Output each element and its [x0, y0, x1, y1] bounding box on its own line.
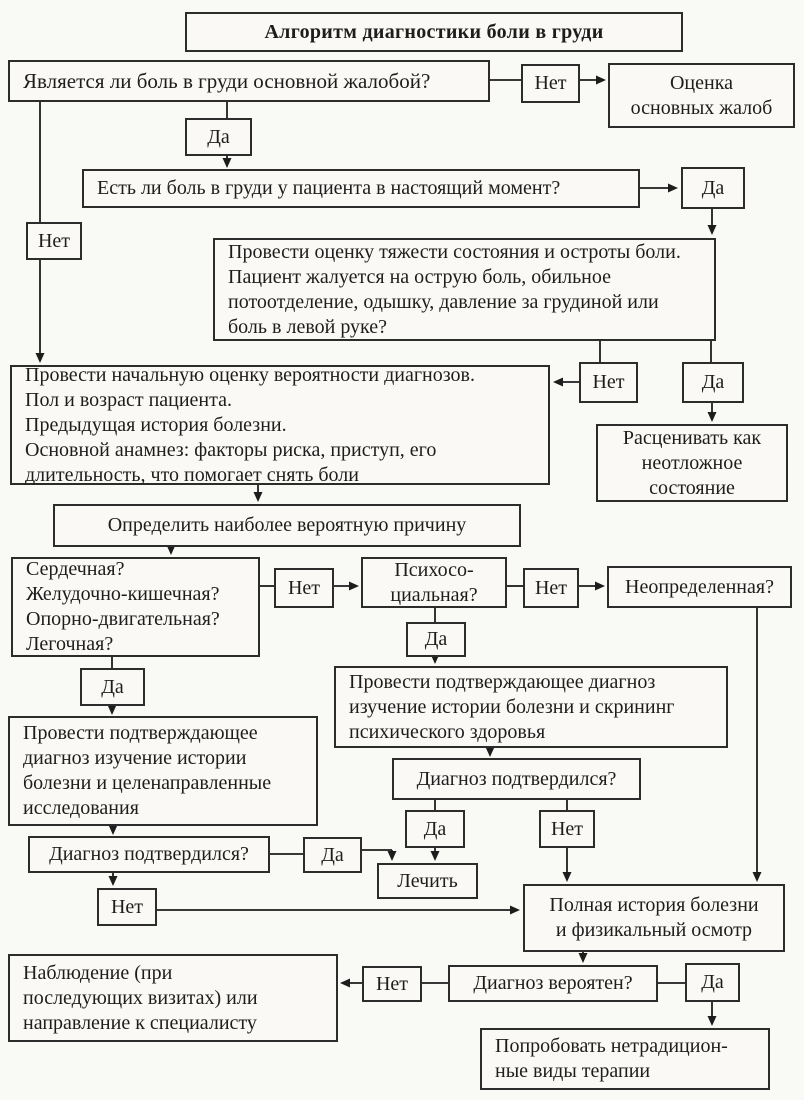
- node-diagnosis-confirmed-mid: Диагноз подтвердился?: [392, 758, 641, 800]
- node-no-severity: Нет: [579, 362, 638, 403]
- node-cause-categories: Сердечная? Желудочно-кишечная? Опорно-дв…: [11, 557, 260, 657]
- node-main-complaint-question: Является ли боль в груди основной жалобо…: [8, 60, 490, 102]
- node-no-pain-now: Нет: [26, 222, 82, 260]
- node-yes-confirmed-mid: Да: [405, 810, 465, 848]
- node-full-history: Полная история болезни и физикальный осм…: [523, 884, 785, 952]
- node-yes-pain-now: Да: [681, 167, 745, 209]
- node-severity-question: Провести оценку тяжести состояния и остр…: [213, 238, 716, 341]
- node-yes-somatic: Да: [80, 668, 145, 706]
- node-no-psychosocial: Нет: [523, 568, 579, 608]
- node-yes-main-complaint: Да: [185, 118, 252, 156]
- node-pain-now-question: Есть ли боль в груди у пациента в настоя…: [82, 169, 640, 208]
- node-diagnosis-confirmed-left: Диагноз подтвердился?: [28, 836, 270, 873]
- node-emergency: Расценивать как неотложное состояние: [596, 424, 788, 502]
- node-yes-psychosocial: Да: [406, 622, 466, 657]
- node-assess-complaints: Оценка основных жалоб: [608, 63, 795, 128]
- node-try-alternative: Попробовать нетрадицион- ные виды терапи…: [480, 1028, 770, 1090]
- node-initial-assessment: Провести начальную оценку вероятности ди…: [10, 364, 550, 486]
- node-yes-confirmed-left: Да: [303, 837, 362, 873]
- node-confirm-somatic: Провести подтверждающее диагноз изучение…: [8, 716, 318, 826]
- node-no-main-complaint: Нет: [521, 64, 580, 103]
- node-no-confirmed-mid: Нет: [539, 810, 595, 848]
- node-confirm-psych: Провести подтверждающее диагноз изучение…: [334, 666, 728, 748]
- node-observation: Наблюдение (при последующих визитах) или…: [8, 954, 338, 1042]
- node-no-somatic: Нет: [274, 568, 334, 608]
- node-diagnosis-probable-question: Диагноз вероятен?: [448, 965, 658, 1002]
- node-title: Алгоритм диагностики боли в груди: [185, 12, 683, 52]
- node-no-confirmed-left: Нет: [97, 888, 157, 926]
- node-psychosocial-question: Психосо- циальная?: [361, 557, 507, 608]
- node-undefined-question: Неопределенная?: [607, 566, 792, 608]
- node-yes-probable: Да: [685, 963, 740, 1002]
- node-treat: Лечить: [377, 863, 478, 899]
- node-yes-severity: Да: [682, 362, 744, 403]
- node-determine-cause: Определить наиболее вероятную причину: [53, 504, 521, 547]
- node-no-probable: Нет: [362, 966, 422, 1002]
